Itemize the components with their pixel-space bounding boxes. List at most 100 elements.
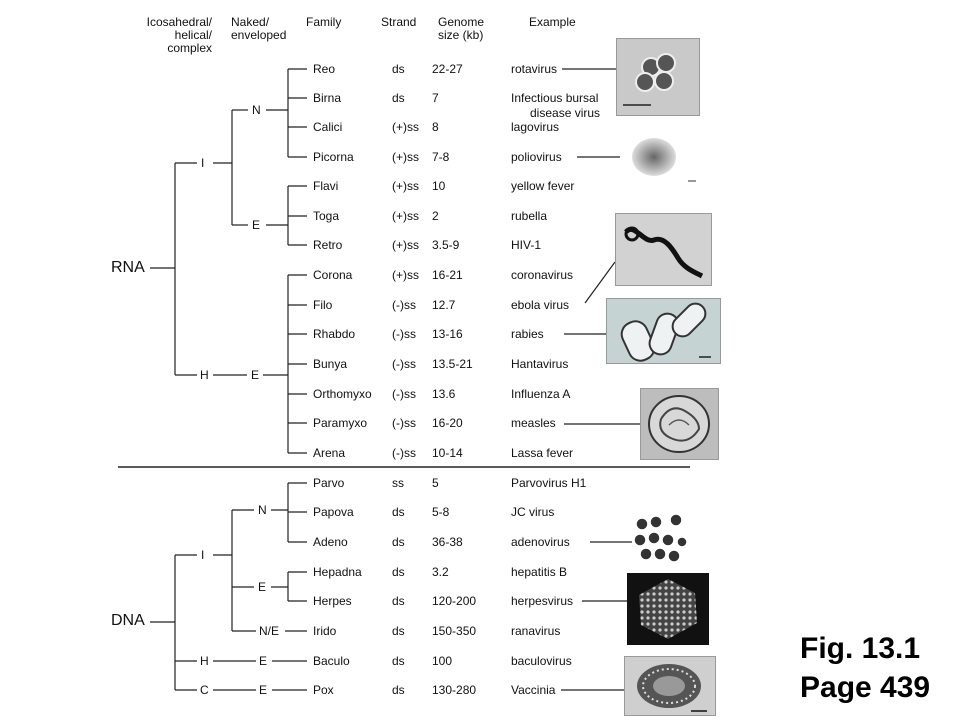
family-name: Picorna	[313, 150, 354, 164]
genome-size: 120-200	[432, 594, 477, 608]
node-rna-h-enveloped: E	[251, 368, 260, 382]
strand-type: (+)ss	[392, 150, 419, 164]
example-virus: poliovirus	[511, 150, 562, 164]
strand-type: (-)ss	[392, 357, 416, 371]
genome-size: 13.6	[432, 387, 456, 401]
genome-size: 36-38	[432, 535, 463, 549]
example-virus: Hantavirus	[511, 357, 569, 371]
measles-virus-micrograph	[640, 388, 719, 460]
example-virus: Infectious bursal	[511, 91, 599, 105]
strand-type: (-)ss	[392, 298, 416, 312]
strand-type: (-)ss	[392, 327, 416, 341]
figure-number: Fig. 13.1	[800, 632, 921, 665]
family-name: Adeno	[313, 535, 348, 549]
strand-type: ds	[392, 535, 405, 549]
family-name: Corona	[313, 268, 353, 282]
node-dna-complex: C	[200, 683, 209, 697]
family-name: Rhabdo	[313, 327, 356, 341]
genome-size: 13-16	[432, 327, 463, 341]
example-virus: HIV-1	[511, 238, 542, 252]
family-name: Papova	[313, 505, 354, 519]
example-virus: Lassa fever	[511, 446, 574, 460]
strand-type: ds	[392, 624, 405, 638]
genome-size: 2	[432, 209, 439, 223]
family-name: Irido	[313, 624, 337, 638]
example-virus: Influenza A	[511, 387, 571, 401]
genome-size: 130-280	[432, 683, 477, 697]
figure-page: Page 439	[800, 671, 931, 704]
example-virus: Parvovirus H1	[511, 476, 587, 490]
strand-type: (-)ss	[392, 416, 416, 430]
strand-type: ds	[392, 565, 405, 579]
herpesvirus-micrograph	[627, 573, 709, 645]
strand-type: (-)ss	[392, 446, 416, 460]
adenovirus-micrograph	[632, 512, 688, 570]
example-virus: rotavirus	[511, 62, 558, 76]
header-genome-size: Genome size (kb)	[438, 15, 485, 42]
family-name: Calici	[313, 120, 343, 134]
example-virus: rabies	[511, 327, 544, 341]
strand-type: ds	[392, 654, 405, 668]
strand-type: ss	[392, 476, 404, 490]
genome-size: 5	[432, 476, 439, 490]
node-rna-icosahedral: I	[201, 156, 205, 170]
strand-type: ds	[392, 594, 405, 608]
header-family: Family	[306, 15, 342, 29]
strand-type: (+)ss	[392, 209, 419, 223]
family-name: Toga	[313, 209, 340, 223]
example-virus: ebola virus	[511, 298, 570, 312]
family-name: Hepadna	[313, 565, 362, 579]
header-symmetry: Icosahedral/ helical/ complex	[146, 15, 212, 55]
strand-type: (-)ss	[392, 387, 416, 401]
node-dna-h-enveloped: E	[259, 654, 268, 668]
family-name: Parvo	[313, 476, 345, 490]
genome-size: 16-21	[432, 268, 463, 282]
example-virus: lagovirus	[511, 120, 560, 134]
example-virus: yellow fever	[511, 179, 575, 193]
example-virus: ranavirus	[511, 624, 561, 638]
genome-size: 150-350	[432, 624, 477, 638]
header-envelope: Naked/ enveloped	[231, 15, 287, 42]
node-dna-i-enveloped: E	[258, 580, 267, 594]
strand-type: ds	[392, 505, 405, 519]
family-name: Paramyxo	[313, 416, 368, 430]
genome-size: 7-8	[432, 150, 450, 164]
node-dna-i-naked-enveloped: N/E	[259, 624, 280, 638]
strand-type: (+)ss	[392, 238, 419, 252]
rabies-virus-micrograph	[606, 298, 721, 364]
node-rna-i-naked: N	[252, 103, 261, 117]
strand-type: ds	[392, 62, 405, 76]
vaccinia-micrograph	[624, 656, 716, 716]
strand-type: (+)ss	[392, 179, 419, 193]
example-virus: hepatitis B	[511, 565, 568, 579]
genome-size: 16-20	[432, 416, 463, 430]
example-virus-line2: disease virus	[530, 106, 601, 120]
family-name: Arena	[313, 446, 346, 460]
family-name: Herpes	[313, 594, 352, 608]
strand-type: (+)ss	[392, 268, 419, 282]
example-virus: rubella	[511, 209, 548, 223]
genome-size: 7	[432, 91, 439, 105]
genome-size: 10-14	[432, 446, 463, 460]
genome-size: 100	[432, 654, 453, 668]
node-dna-icosahedral: I	[201, 548, 205, 562]
strand-type: ds	[392, 683, 405, 697]
example-virus: baculovirus	[511, 654, 572, 668]
genome-size: 5-8	[432, 505, 450, 519]
node-dna-c-enveloped: E	[259, 683, 268, 697]
header-example: Example	[529, 15, 576, 29]
poliovirus-micrograph	[620, 128, 702, 190]
genome-size: 10	[432, 179, 446, 193]
strand-type: ds	[392, 91, 405, 105]
genome-size: 13.5-21	[432, 357, 473, 371]
example-virus: Vaccinia	[511, 683, 556, 697]
family-name: Birna	[313, 91, 342, 105]
family-name: Reo	[313, 62, 336, 76]
ebola-virus-micrograph	[615, 213, 712, 286]
node-dna-helical: H	[200, 654, 209, 668]
family-name: Filo	[313, 298, 333, 312]
family-name: Flavi	[313, 179, 339, 193]
genome-size: 8	[432, 120, 439, 134]
